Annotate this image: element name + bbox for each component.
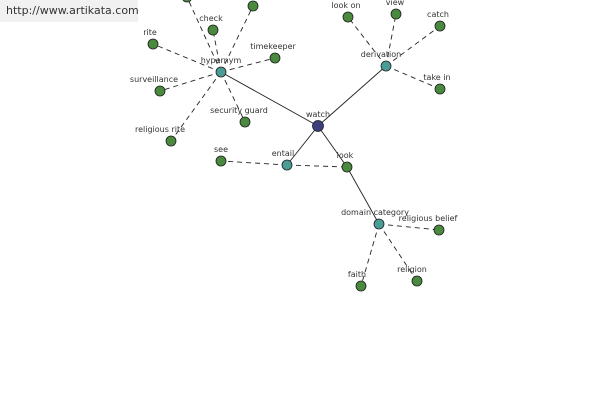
- edge-hypernym-security-guard: [220, 71, 246, 123]
- node-hypernym[interactable]: [215, 66, 227, 78]
- node-label-watch[interactable]: watch: [306, 110, 330, 119]
- edge-hypernym-rite: [152, 43, 222, 73]
- node-catch[interactable]: [434, 20, 446, 32]
- node-religion[interactable]: [411, 275, 423, 287]
- node-label-look[interactable]: look: [337, 151, 354, 160]
- edge-derivation-catch: [385, 25, 441, 67]
- node-label-derivation[interactable]: derivation: [361, 50, 401, 59]
- node-religious-belief[interactable]: [433, 224, 445, 236]
- node-domain-category[interactable]: [373, 218, 385, 230]
- node-take-in[interactable]: [434, 83, 446, 95]
- edge-domain-category-religion: [378, 223, 418, 282]
- node-label-view[interactable]: view: [386, 0, 405, 7]
- edge-look-domain-category: [346, 166, 380, 225]
- edge-watch-entail: [286, 125, 319, 166]
- node-label-check[interactable]: check: [199, 14, 223, 23]
- node-rite[interactable]: [147, 38, 159, 50]
- edge-domain-category-faith: [360, 223, 380, 287]
- node-security-guard[interactable]: [239, 116, 251, 128]
- node-label-religious-rite[interactable]: religious rite: [135, 125, 185, 134]
- edge-watch-look: [317, 125, 348, 168]
- edge-derivation-look-on: [347, 16, 387, 67]
- node-label-domain-category[interactable]: domain category: [341, 208, 409, 217]
- node-view[interactable]: [390, 8, 402, 20]
- node-label-hypernym[interactable]: hypernym: [201, 56, 242, 65]
- node-label-surveillance[interactable]: surveillance: [130, 75, 178, 84]
- node-entail[interactable]: [281, 159, 293, 171]
- edges-layer: [152, 0, 441, 287]
- node-label-religious-belief[interactable]: religious belief: [399, 214, 458, 223]
- edge-watch-derivation: [317, 65, 387, 127]
- node-timekeeper[interactable]: [269, 52, 281, 64]
- node-label-look-on[interactable]: look on: [331, 1, 360, 10]
- edge-domain-category-religious-belief: [378, 223, 440, 231]
- edge-hypernym-surveillance: [159, 71, 222, 92]
- edge-derivation-take-in: [385, 65, 441, 90]
- node-label-catch[interactable]: catch: [427, 10, 449, 19]
- edge-entail-look: [286, 164, 348, 168]
- node-derivation[interactable]: [380, 60, 392, 72]
- edge-watch-hypernym: [220, 71, 319, 127]
- node-hyp-extra2[interactable]: [247, 0, 259, 12]
- edge-hypernym-hyp-extra2: [220, 5, 254, 73]
- node-label-faith[interactable]: faith: [348, 270, 366, 279]
- node-check[interactable]: [207, 24, 219, 36]
- edge-hypernym-check: [212, 29, 222, 73]
- site-url-banner[interactable]: http://www.artikata.com: [0, 0, 139, 22]
- node-label-take-in[interactable]: take in: [423, 73, 450, 82]
- node-religious-rite[interactable]: [165, 135, 177, 147]
- node-label-security-guard[interactable]: security guard: [210, 106, 268, 115]
- node-watch[interactable]: [312, 120, 324, 132]
- node-label-timekeeper[interactable]: timekeeper: [250, 42, 296, 51]
- node-label-see[interactable]: see: [214, 145, 228, 154]
- node-label-rite[interactable]: rite: [143, 28, 157, 37]
- node-hyp-extra1[interactable]: [182, 0, 192, 3]
- edge-entail-see: [220, 160, 288, 166]
- edge-hypernym-hyp-extra1: [187, 0, 222, 73]
- edge-hypernym-timekeeper: [220, 57, 276, 73]
- nodes-layer: watch hypernym derivation entail domain cate…: [130, 0, 458, 292]
- node-label-entail[interactable]: entail: [272, 149, 294, 158]
- node-see[interactable]: [215, 155, 227, 167]
- node-label-religion[interactable]: religion: [397, 265, 427, 274]
- node-surveillance[interactable]: [154, 85, 166, 97]
- node-look[interactable]: [341, 161, 353, 173]
- node-faith[interactable]: [355, 280, 367, 292]
- node-look-on[interactable]: [342, 11, 354, 23]
